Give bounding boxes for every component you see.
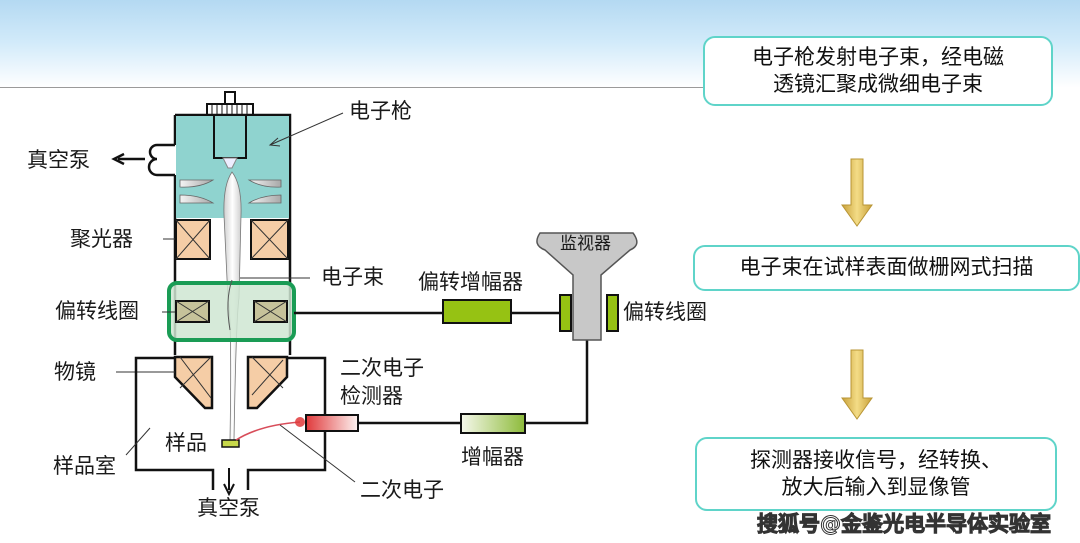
sample-chamber: [134, 356, 327, 490]
process-step-3-line1: 探测器接收信号，经转换、: [750, 447, 1002, 472]
condenser-coils: [175, 219, 289, 260]
label-electron-gun: 电子枪: [349, 99, 412, 123]
secondary-electron-detector: [305, 414, 359, 432]
process-step-2: 电子束在试样表面做栅网式扫描: [693, 245, 1080, 291]
label-sample-chamber: 样品室: [53, 454, 116, 478]
objective-lens: [173, 355, 289, 410]
gun-knob: [206, 91, 254, 116]
deflection-coils: [175, 300, 288, 323]
amplifier: [460, 413, 526, 434]
process-arrow-1: [841, 158, 873, 227]
process-step-3-line2: 放大后输入到显像管: [781, 475, 971, 499]
process-arrow-2: [841, 349, 873, 420]
process-step-3: 探测器接收信号，经转换、 放大后输入到显像管: [695, 437, 1057, 511]
label-objective-lens: 物镜: [54, 360, 96, 384]
process-step-2-line1: 电子束在试样表面做栅网式扫描: [739, 255, 1034, 280]
label-secondary-electron: 二次电子: [360, 478, 444, 502]
monitor: [536, 232, 638, 341]
monitor-coil-right: [606, 294, 619, 332]
header-divider: [0, 87, 720, 88]
vacuum-arrow-left: [111, 152, 145, 166]
gun-electrodes: [179, 179, 282, 204]
label-vacuum-pump-bottom: 真空泵: [197, 496, 260, 520]
label-deflection-amplifier: 偏转增幅器: [418, 270, 523, 294]
label-detector-line1: 二次电子: [340, 356, 424, 380]
watermark: 搜狐号@金鉴光电半导体实验室: [757, 512, 1052, 537]
process-step-1-line2: 透镜汇聚成微细电子束: [773, 72, 983, 96]
process-step-1: 电子枪发射电子束，经电磁 透镜汇聚成微细电子束: [703, 36, 1053, 106]
label-detector-line2: 检测器: [340, 384, 403, 408]
label-electron-beam: 电子束: [321, 265, 384, 289]
label-deflection-coil-left: 偏转线圈: [55, 299, 139, 323]
secondary-electron-path: [235, 421, 301, 441]
electron-gun-pointer: [268, 112, 344, 147]
label-deflection-coil-right: 偏转线圈: [623, 300, 707, 324]
process-step-1-line1: 电子枪发射电子束，经电磁: [752, 44, 1004, 69]
monitor-coil-left: [559, 294, 572, 332]
label-condenser: 聚光器: [70, 227, 133, 251]
cathode: [213, 114, 247, 159]
vacuum-arrow-bottom: [223, 468, 235, 497]
label-sample: 样品: [165, 431, 207, 455]
label-vacuum-pump-left: 真空泵: [27, 148, 90, 172]
sample: [221, 439, 240, 448]
vacuum-port-left: [147, 143, 175, 177]
label-amplifier: 增幅器: [461, 445, 524, 469]
deflection-amplifier: [442, 299, 512, 324]
label-monitor: 监视器: [560, 234, 611, 254]
